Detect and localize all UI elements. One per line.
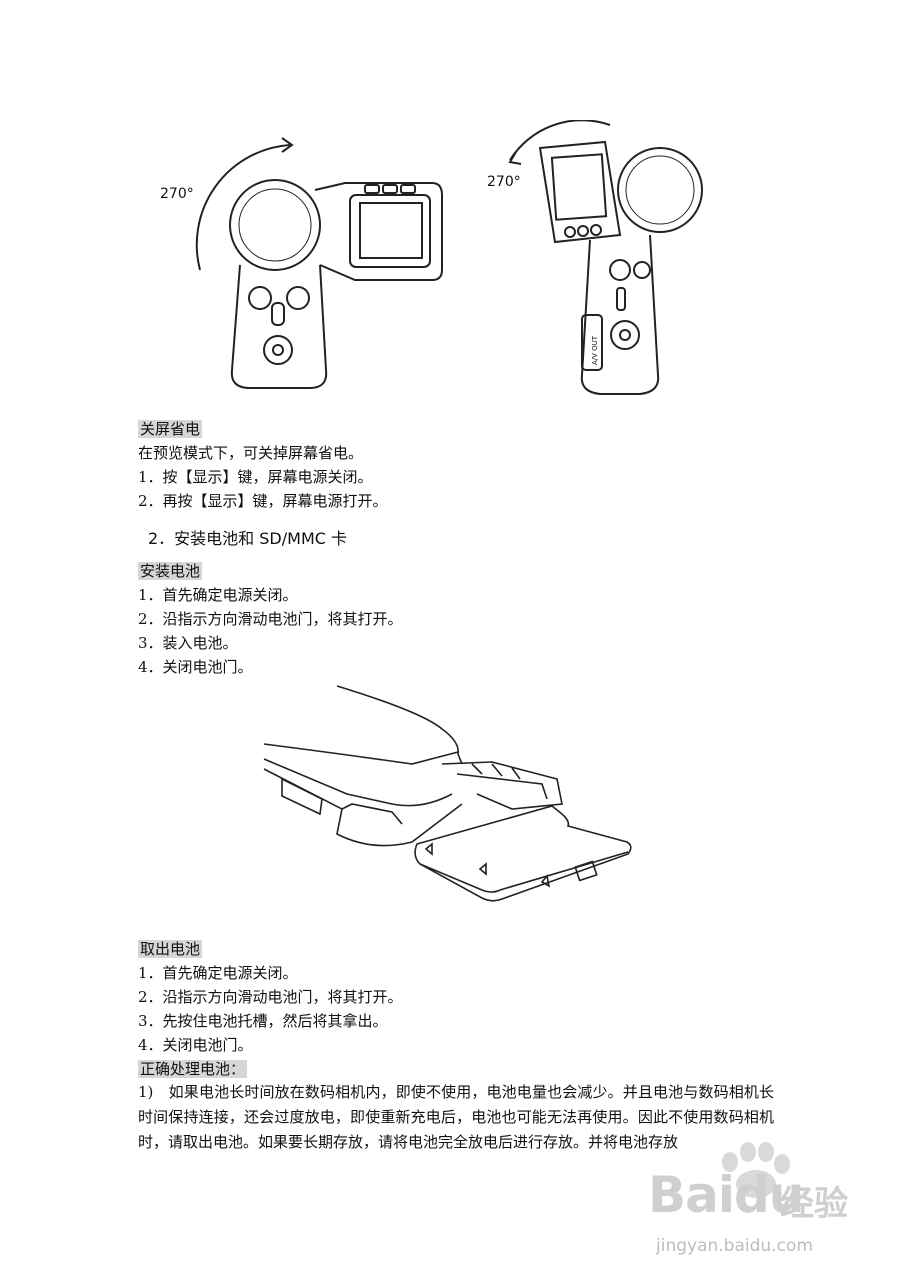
right-angle-label: 270° <box>487 174 521 190</box>
remove-line-3: 3．先按住电池托槽，然后将其拿出。 <box>138 1012 388 1030</box>
install-line-3: 3．装入电池。 <box>138 634 238 652</box>
section-title-screen-off: 关屏省电 <box>138 420 203 438</box>
section-title-remove-battery: 取出电池 <box>138 940 203 958</box>
remove-line-4: 4．关闭电池门。 <box>138 1036 253 1054</box>
baidu-watermark: Baidu 经验 jingyan.baidu.com <box>640 1140 880 1270</box>
section-title-proper-handling: 正确处理电池： <box>138 1060 248 1078</box>
install-line-1: 1．首先确定电源关闭。 <box>138 586 298 604</box>
screen-off-line-3: 2．再按【显示】键，屏幕电源打开。 <box>138 492 388 510</box>
screen-off-line-1: 在预览模式下，可关掉屏幕省电。 <box>138 444 364 462</box>
remove-line-1: 1．首先确定电源关闭。 <box>138 964 298 982</box>
section-title-install-battery: 安装电池 <box>138 562 203 580</box>
install-line-4: 4．关闭电池门。 <box>138 658 253 676</box>
left-angle-label: 270° <box>160 186 194 202</box>
watermark-url: jingyan.baidu.com <box>656 1236 813 1256</box>
left-camera-drawing <box>195 137 443 389</box>
watermark-cn: 经验 <box>780 1184 848 1224</box>
battery-insertion-figure <box>263 685 632 902</box>
camera-rotation-figure: 270° 270° A/V OUT <box>160 120 703 395</box>
proper-handling-paragraph: 1) 如果电池长时间放在数码相机内，即使不使用，电池电量也会减少。并且电池与数码… <box>138 1083 774 1151</box>
screen-off-line-2: 1．按【显示】键，屏幕电源关闭。 <box>138 468 373 486</box>
install-line-2: 2．沿指示方向滑动电池门，将其打开。 <box>138 610 403 628</box>
paw-logo-icon <box>722 1142 790 1198</box>
remove-line-2: 2．沿指示方向滑动电池门，将其打开。 <box>138 988 403 1006</box>
watermark-brand: Baidu <box>648 1166 804 1224</box>
av-out-port-label: A/V OUT <box>591 335 599 365</box>
right-camera-drawing <box>508 120 703 395</box>
heading-install-battery-card: 2．安装电池和 SD/MMC 卡 <box>148 529 348 548</box>
